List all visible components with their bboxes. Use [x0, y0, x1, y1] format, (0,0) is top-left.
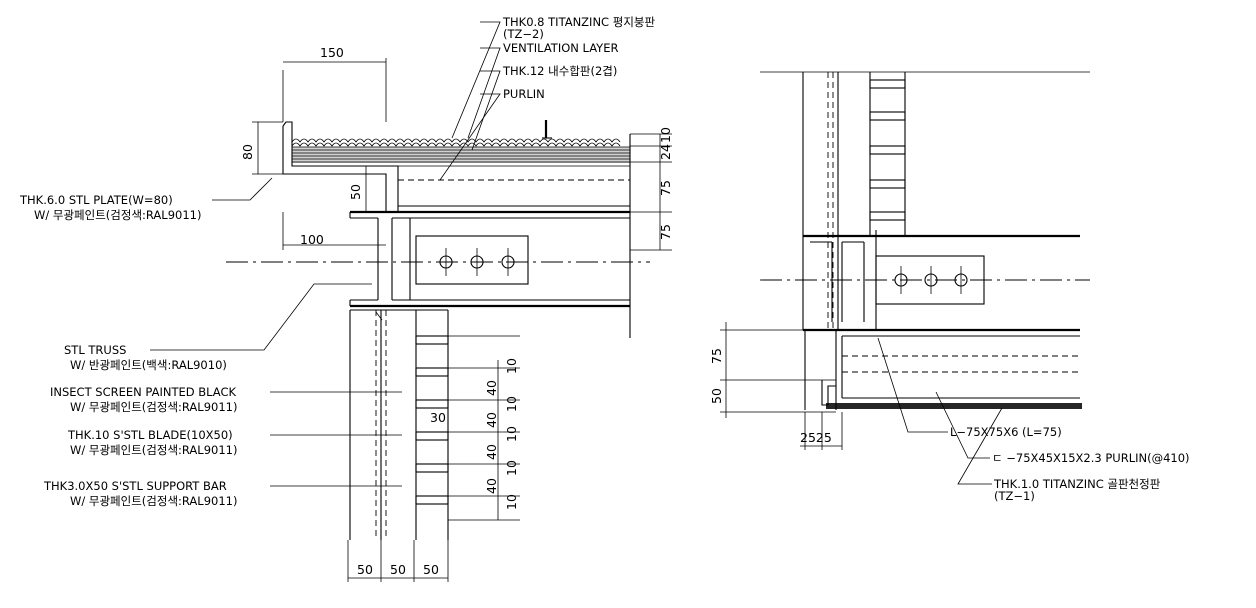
annotation-screen-line1: INSECT SCREEN PAINTED BLACK — [50, 385, 236, 399]
annotation-ventilation: VENTILATION LAYER — [503, 41, 618, 55]
right-louver-blades — [869, 79, 906, 221]
plywood-layer — [292, 147, 630, 161]
right-dimension-75: 75 — [709, 348, 724, 364]
annotation-plate-line2: W/ 무광페인트(검정색:RAL9011) — [34, 208, 201, 222]
annotation-angle: L−75X75X6 (L=75) — [950, 425, 1062, 439]
annotation-screen-line2: W/ 무광페인트(검정색:RAL9011) — [70, 400, 237, 414]
right-dimension-values: 75 50 2525 — [709, 348, 832, 445]
dimension-100: 100 — [300, 232, 324, 247]
blade-dim-40-3: 40 — [484, 444, 499, 460]
blade-dim-10-4: 10 — [504, 460, 519, 476]
annotation-bar-line2: W/ 무광페인트(검정색:RAL9011) — [70, 494, 237, 508]
blade-dim-40-1: 40 — [484, 380, 499, 396]
right-dimension-2525: 2525 — [800, 430, 832, 445]
right-dimension-50: 50 — [709, 388, 724, 404]
gusset-plate — [415, 235, 529, 285]
dimension-75-b: 75 — [658, 224, 673, 240]
left-dimension-lines — [252, 58, 672, 582]
purlin-box — [398, 179, 630, 213]
annotation-bar-line1: THK3.0X50 S'STL SUPPORT BAR — [43, 479, 227, 493]
annotation-tz1-line2: (TZ−1) — [994, 489, 1035, 503]
annotation-blade-line1: THK.10 S'STL BLADE(10X50) — [67, 428, 233, 442]
titanzinc-roof-panel — [291, 138, 621, 143]
dimension-30: 30 — [430, 410, 446, 425]
blade-dim-10-1: 10 — [504, 358, 519, 374]
annotation-purlin: PURLIN — [503, 87, 545, 101]
steel-plate-edge — [282, 121, 630, 212]
width-dim-50-1: 50 — [357, 562, 373, 577]
right-dimension-lines — [720, 322, 843, 450]
dimension-24: 24 — [658, 144, 673, 160]
annotation-truss-line2: W/ 반광페인트(백색:RAL9010) — [70, 358, 227, 372]
blade-dim-10-2: 10 — [504, 396, 519, 412]
dimension-10-top: 10 — [658, 127, 673, 143]
annotation-plate-line1: THK.6.0 STL PLATE(W=80) — [19, 193, 173, 207]
roof-assembly — [291, 120, 630, 163]
steel-truss-section — [226, 134, 650, 338]
blade-dim-40-4: 40 — [484, 478, 499, 494]
annotation-blade-line2: W/ 무광페인트(검정색:RAL9011) — [70, 443, 237, 457]
dimension-80: 80 — [240, 144, 255, 160]
dimension-50-top: 50 — [348, 184, 363, 200]
dimension-150: 150 — [320, 45, 344, 60]
annotation-tz1-line1: THK.1.0 TITANZINC 골판천정판 — [993, 477, 1161, 491]
annotation-plywood: THK.12 내수합판(2겹) — [502, 64, 617, 78]
blade-dim-10-3: 10 — [504, 426, 519, 442]
left-section-detail: THK0.8 TITANZINC 평지붕판 (TZ−2) VENTILATION… — [19, 15, 673, 582]
right-section-detail: L−75X75X6 (L=75) ㄷ −75X45X15X2.3 PURLIN(… — [709, 71, 1190, 503]
blade-dim-10-5: 10 — [504, 494, 519, 510]
left-dimension-values: 150 80 50 100 10 24 75 75 30 10 40 10 40… — [240, 45, 673, 577]
right-purlin-ceiling — [804, 330, 1082, 410]
louver-assembly — [349, 309, 520, 540]
titanzinc-ceiling-panel — [826, 403, 1082, 409]
width-dim-50-2: 50 — [390, 562, 406, 577]
left-annotations: THK0.8 TITANZINC 평지붕판 (TZ−2) VENTILATION… — [19, 15, 655, 508]
annotation-tz2-line1: THK0.8 TITANZINC 평지붕판 — [502, 15, 655, 29]
annotation-purlin-c: ㄷ −75X45X15X2.3 PURLIN(@410) — [992, 451, 1190, 465]
annotation-truss-line1: STL TRUSS — [64, 343, 126, 357]
right-truss-section — [760, 230, 1090, 332]
left-leader-lines — [150, 21, 501, 487]
annotation-tz2-line2: (TZ−2) — [503, 27, 544, 41]
width-dim-50-3: 50 — [423, 562, 439, 577]
dimension-75-a: 75 — [658, 180, 673, 196]
louver-blades — [415, 335, 449, 505]
blade-dim-40-2: 40 — [484, 412, 499, 428]
right-leader-lines — [877, 337, 1003, 485]
right-annotations: L−75X75X6 (L=75) ㄷ −75X45X15X2.3 PURLIN(… — [950, 425, 1190, 503]
column-section — [802, 72, 906, 330]
